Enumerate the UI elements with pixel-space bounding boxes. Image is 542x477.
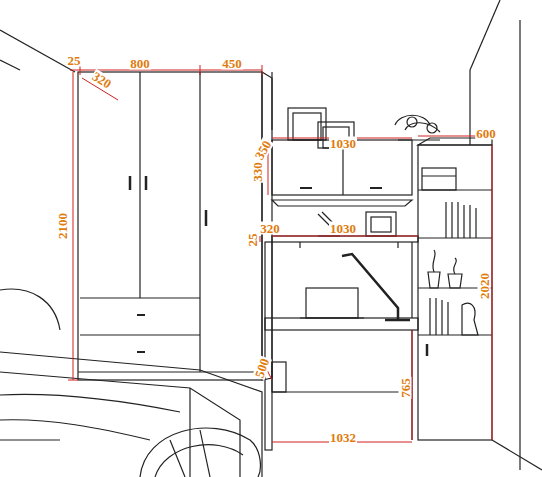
- chair: [140, 428, 260, 477]
- bed: [0, 289, 262, 477]
- dimension-label: 320: [259, 222, 281, 235]
- dimension-label: 600: [475, 127, 497, 140]
- dimension-label: 2100: [56, 212, 69, 240]
- desk-unit: [265, 140, 418, 450]
- dimension-label: 2020: [478, 272, 491, 300]
- dimension-label: 500: [252, 356, 272, 381]
- dimension-label: 350: [252, 137, 274, 162]
- dimension-label: 800: [129, 57, 151, 70]
- wardrobe: [78, 72, 272, 380]
- dimension-label: 330: [251, 161, 264, 183]
- dimension-label: 1030: [329, 137, 357, 150]
- dimension-label: 1030: [329, 222, 357, 235]
- dimension-label: 25: [246, 233, 259, 248]
- dimension-lines: [68, 65, 492, 442]
- desk-objects: [288, 108, 440, 320]
- bookcase: [418, 138, 492, 440]
- dimension-label: 765: [399, 377, 412, 399]
- dimension-label: 25: [67, 54, 82, 67]
- dimension-label: 1032: [329, 431, 357, 444]
- dimension-label: 450: [221, 57, 243, 70]
